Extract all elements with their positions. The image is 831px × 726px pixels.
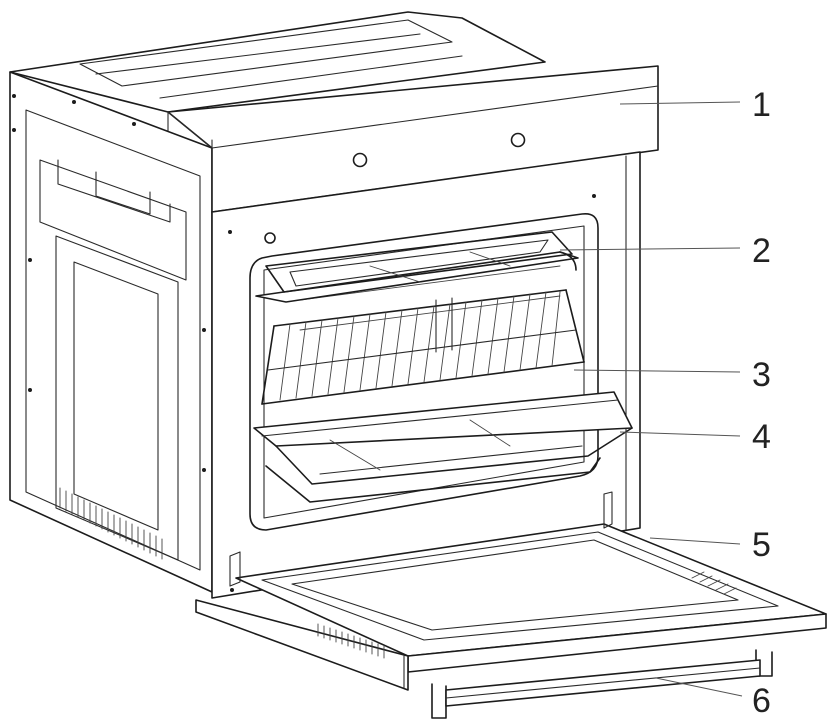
oven-door — [195, 491, 827, 691]
callout-label-1: 1 — [752, 86, 771, 124]
oven-lamp — [264, 232, 276, 244]
callout-label-5: 5 — [752, 526, 771, 564]
callout-label-6: 6 — [752, 682, 771, 720]
callout-label-3: 3 — [752, 356, 771, 394]
top-baking-tray — [255, 231, 579, 303]
oven-left-side-panel — [9, 71, 213, 593]
callout-leaders — [559, 101, 743, 697]
roasting-pan — [253, 391, 633, 503]
control-knob-right — [510, 132, 526, 148]
control-knob-left — [352, 152, 368, 168]
callout-labels: 1 2 3 4 5 6 — [752, 86, 771, 720]
wire-rack — [261, 289, 585, 405]
door-handle — [431, 649, 773, 719]
control-panel — [167, 65, 659, 213]
callout-label-2: 2 — [752, 232, 771, 270]
door-vent-slots — [317, 571, 737, 659]
side-vent-slots — [59, 487, 163, 560]
oven-top-surface — [9, 11, 546, 151]
callout-label-4: 4 — [752, 418, 771, 456]
